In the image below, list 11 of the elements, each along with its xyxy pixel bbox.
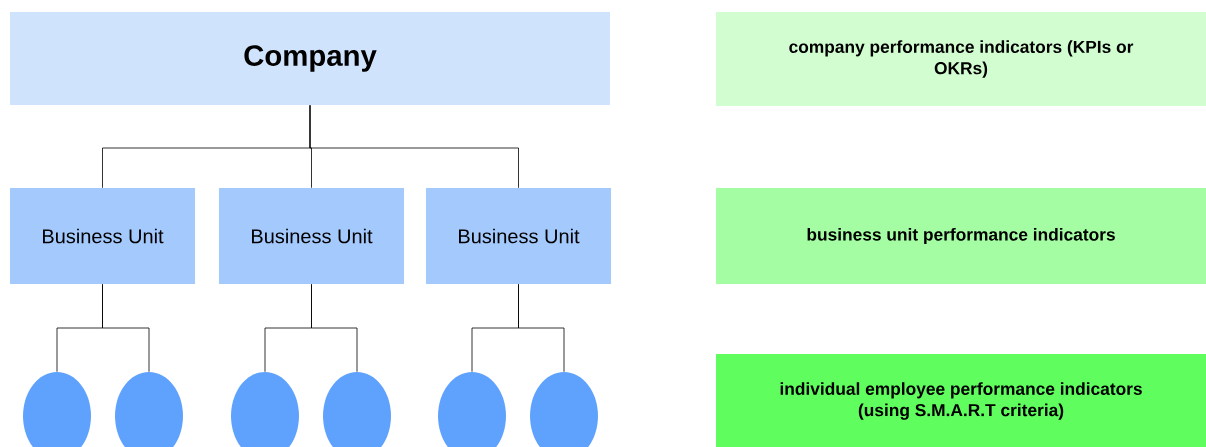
unit-box: Business Unit bbox=[9, 188, 196, 284]
company-box: Company bbox=[10, 11, 610, 106]
connector-line bbox=[309, 104, 519, 189]
indicator-band: individual employee performance indicators (using S.M.A.R.T criteria) bbox=[716, 354, 1206, 447]
indicator-band: company performance indicators (KPIs or OKRs) bbox=[716, 12, 1206, 106]
connector-line bbox=[311, 283, 358, 373]
connector-line bbox=[518, 283, 565, 373]
unit-box: Business Unit bbox=[425, 188, 612, 284]
connector-line bbox=[102, 283, 150, 373]
indicator-band: business unit performance indicators bbox=[716, 188, 1206, 284]
unit-box: Business Unit bbox=[218, 188, 405, 284]
